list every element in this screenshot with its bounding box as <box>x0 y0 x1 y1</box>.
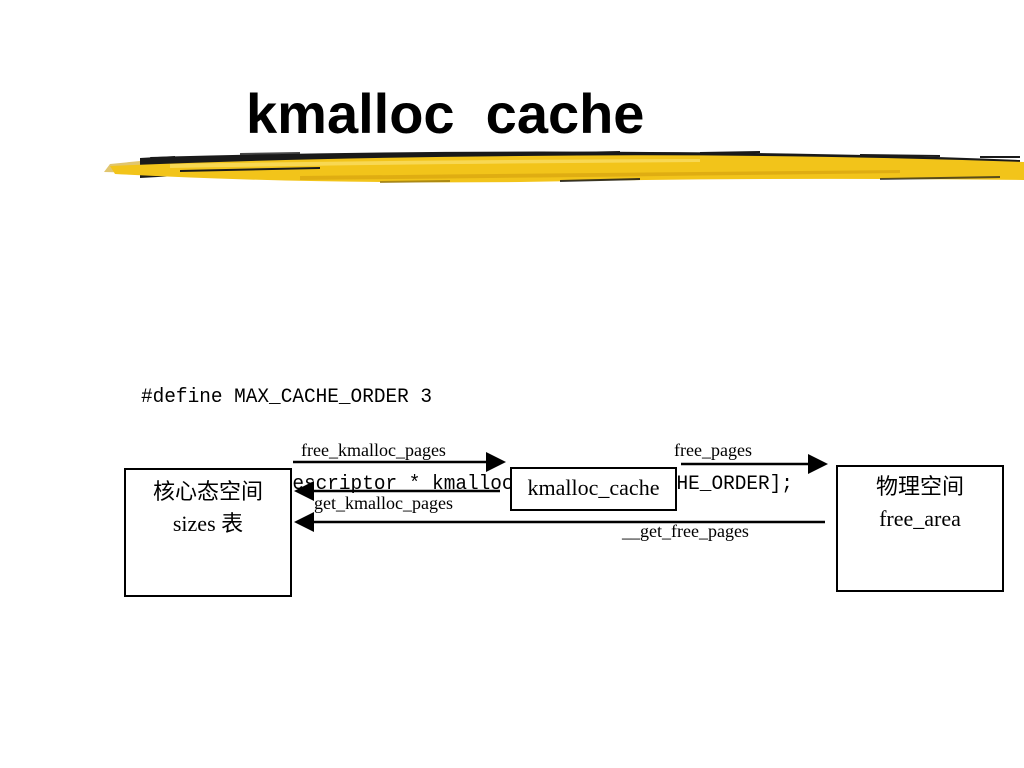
code-line-define: #define MAX_CACHE_ORDER 3 <box>141 386 433 409</box>
arrow-get-kmalloc-pages <box>294 481 500 501</box>
sizes-table-label: sizes 表 <box>172 511 244 536</box>
slide-title: kmalloc cache <box>246 82 645 145</box>
kmalloc-cache-box: kmalloc_cache <box>510 467 677 511</box>
arrow-free-pages <box>681 454 828 474</box>
free-area-label: free_area <box>879 506 961 531</box>
edge-label-free-kmalloc-pages: free_kmalloc_pages <box>301 440 446 460</box>
arrow-free-kmalloc-pages <box>293 452 506 472</box>
physical-space-title: 物理空间 <box>875 474 964 499</box>
physical-space-box: 物理空间 free_area <box>836 465 1004 592</box>
kernel-space-title: 核心态空间 <box>152 479 263 504</box>
edge-label-get-free-pages: __get_free_pages <box>622 521 749 541</box>
edge-label-get-kmalloc-pages: get_kmalloc_pages <box>314 493 453 513</box>
kmalloc-cache-label: kmalloc_cache <box>527 475 660 500</box>
arrow-get-free-pages <box>294 512 825 532</box>
title-underline-brush <box>104 151 1024 183</box>
edge-label-free-pages: free_pages <box>674 440 752 460</box>
kernel-space-box: 核心态空间 sizes 表 <box>124 468 292 597</box>
